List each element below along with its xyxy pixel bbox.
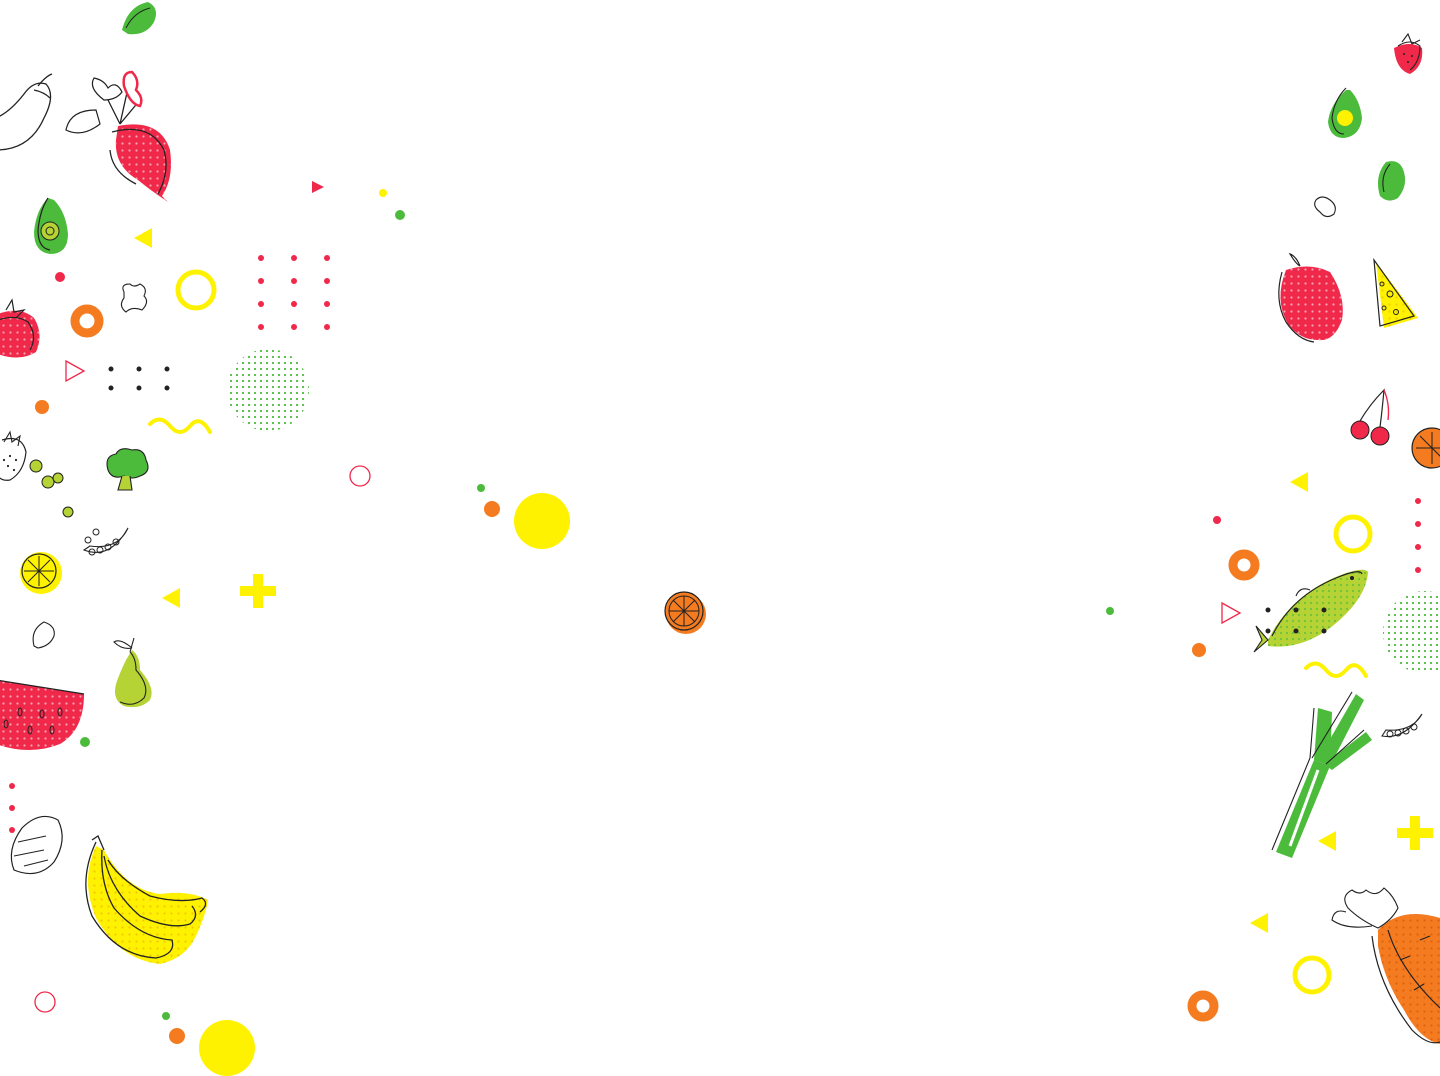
green-dot [80, 737, 90, 747]
green-dot [1106, 607, 1114, 615]
black-dot-grid [108, 366, 170, 391]
yellow-triangle-marker [1250, 913, 1268, 933]
lemon-icon [20, 552, 62, 594]
puzzle-outline [120, 283, 148, 313]
strawberry-icon [0, 430, 27, 481]
orange-ring [70, 304, 104, 338]
red-dot-grid [258, 255, 330, 330]
lettuce-icon [32, 621, 55, 649]
red-triangle-marker [312, 181, 324, 193]
orange-dot [169, 1028, 185, 1044]
avocado-icon [1328, 87, 1362, 138]
yellow-ring [1292, 955, 1332, 995]
broccoli-icon [106, 448, 149, 491]
avocado-icon [34, 197, 68, 254]
orange-slice-icon [1411, 427, 1440, 469]
yellow-ring [1333, 514, 1373, 554]
green-dot [395, 210, 405, 220]
pear-icon [113, 637, 152, 708]
bell-pepper-icon [1278, 252, 1343, 343]
tomato-icon [0, 298, 40, 358]
yellow-plus [1397, 816, 1433, 850]
eggplant-icon [0, 73, 53, 151]
bread-icon [10, 815, 63, 875]
fish-icon [1253, 569, 1368, 653]
leek-icon [1271, 691, 1372, 858]
yellow-plus [240, 574, 276, 608]
orange-ring [1187, 990, 1219, 1022]
peas-icon [29, 459, 74, 518]
yellow-dot [379, 189, 387, 197]
cheese-icon [1373, 257, 1418, 328]
red-dot [55, 272, 65, 282]
green-dot [162, 1012, 170, 1020]
red-dot-column [1415, 498, 1421, 573]
red-ring [349, 465, 371, 487]
yellow-ring [175, 269, 217, 311]
red-ring [34, 991, 56, 1013]
puzzle-outline [1314, 196, 1336, 218]
lettuce-icon [1378, 161, 1406, 201]
pea-pod-icon [1381, 713, 1423, 738]
red-dot [1213, 516, 1221, 524]
yellow-triangle-marker [134, 228, 152, 248]
yellow-squiggle [1304, 661, 1368, 678]
black-dot-grid [1265, 607, 1327, 634]
yellow-triangle-marker [162, 588, 180, 608]
watermelon-icon [0, 679, 85, 750]
yellow-triangle-marker [1290, 472, 1308, 492]
yellow-squiggle [148, 417, 212, 434]
yellow-triangle-marker [1318, 831, 1336, 851]
yellow-dot [199, 1020, 255, 1076]
orange-dot [1192, 643, 1206, 657]
orange-dot [35, 400, 49, 414]
pea-pod-icon [82, 527, 129, 556]
green-dot [477, 484, 485, 492]
carrot-icon [1331, 887, 1440, 1044]
banana-icon [85, 835, 208, 964]
orange-ring [1228, 549, 1260, 581]
outline-triangle-marker [1221, 601, 1242, 625]
beet-icon [65, 70, 171, 202]
orange-dot [484, 501, 500, 517]
strawberry-icon [1394, 32, 1423, 74]
lettuce-icon [122, 2, 156, 35]
red-dot-column [9, 783, 15, 833]
outline-triangle-marker [65, 359, 86, 383]
yellow-dot [514, 493, 570, 549]
green-dotted-circle [227, 349, 309, 431]
cherry-icon [1350, 388, 1390, 446]
orange-slice-icon [664, 591, 706, 634]
green-dotted-circle [1383, 591, 1440, 673]
